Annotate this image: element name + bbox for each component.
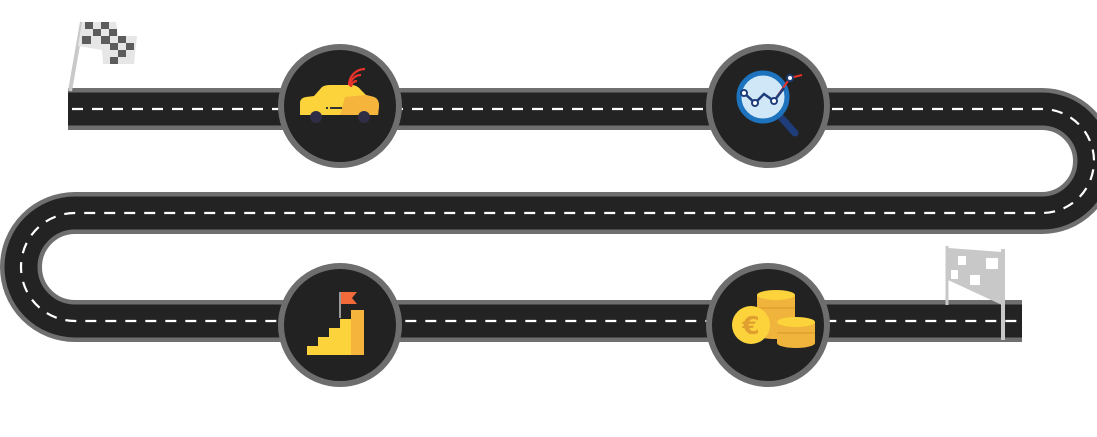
road [0, 88, 1097, 342]
stairs-goal-flag-icon [307, 292, 364, 355]
euro-symbol: € [741, 311, 759, 340]
analytics-magnifier-icon [736, 70, 803, 137]
finish-flag-icon [945, 246, 1005, 340]
finish-flag [945, 246, 1005, 340]
milestone-analytics [706, 44, 830, 168]
checkered-flag-icon [78, 22, 137, 64]
road-surface [4, 92, 1097, 338]
start-flag-pole [68, 21, 84, 92]
milestone-revenue: € [706, 263, 830, 387]
connected-car-icon [300, 67, 379, 123]
start-flag [68, 21, 137, 92]
milestone-connected-car [278, 44, 402, 168]
euro-coins-icon: € [732, 290, 815, 348]
milestone-goal [278, 263, 402, 387]
